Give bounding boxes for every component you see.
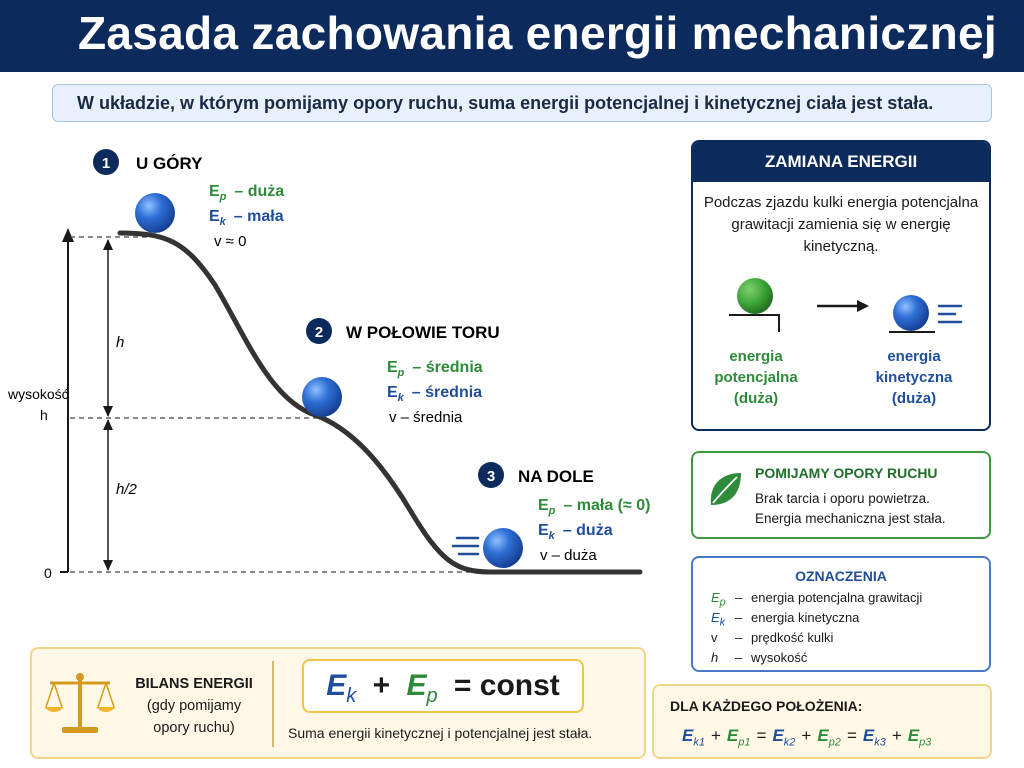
ledge-icon <box>729 314 780 332</box>
formula-operator: + <box>891 726 902 745</box>
formula-caption: Suma energii kinetycznej i potencjalnej … <box>288 725 593 741</box>
position-1-badge <box>93 149 119 175</box>
each-position-title: DLA KAŻDEGO POŁOŻENIA: <box>670 698 863 714</box>
each-position-box: DLA KAŻDEGO POŁOŻENIA: Ek1+Ep1=Ek2+Ep2=E… <box>652 684 992 759</box>
ball-middle <box>302 377 342 417</box>
formula-operator: + <box>710 726 721 745</box>
legend-item-v: v–prędkość kulki <box>711 630 834 645</box>
energy-swap-panel: ZAMIANA ENERGII Podczas zjazdu kulki ene… <box>691 140 991 431</box>
position-3-badge <box>478 462 504 488</box>
formula-term: Ep1 <box>726 726 751 749</box>
position-3-ek: Ek– duża <box>538 522 613 542</box>
legend-title: OZNACZENIA <box>795 568 887 584</box>
formula-term: Ep3 <box>907 726 932 749</box>
formula-operator: = <box>846 726 857 745</box>
formula-term: Ep2 <box>817 726 841 749</box>
svg-text:2: 2 <box>315 324 323 341</box>
divider <box>272 661 274 747</box>
position-1-ek: Ek– mała <box>209 208 284 228</box>
energy-formula: Ek + Ep = const <box>302 659 584 713</box>
principle-text: W układzie, w którym pomijamy opory ruch… <box>77 93 934 113</box>
motion-lines-icon <box>937 304 963 324</box>
svg-text:1: 1 <box>102 155 110 172</box>
position-3-title: NA DOLE <box>518 467 594 486</box>
legend-item-h: h–wysokość <box>711 650 808 665</box>
position-2-title: W POŁOWIE TORU <box>346 323 500 342</box>
formula-term: Ek1 <box>682 726 705 749</box>
formula-operator: + <box>801 726 812 745</box>
swap-panel-text: Podczas zjazdu kulki energia potencjalna… <box>703 194 979 255</box>
no-friction-title: POMIJAMY OPORY RUCHU <box>755 465 938 481</box>
balance-title: BILANS ENERGII (gdy pomijamy opory ruchu… <box>135 676 253 736</box>
potential-ball-icon <box>737 278 773 314</box>
axis-zero-label: 0 <box>44 565 52 581</box>
page-title: Zasada zachowania energii mechanicznej <box>78 7 997 59</box>
h-label: h <box>116 334 124 351</box>
scales-icon <box>44 673 116 733</box>
no-friction-text: Brak tarcia i oporu powietrza. Energia m… <box>755 491 946 526</box>
each-position-formula: Ek1 + Ep1 = Ek2 + Ep2 = Ek3 + Ep3 <box>682 726 931 748</box>
height-axis-arrow <box>62 228 74 242</box>
swap-panel-title: ZAMIANA ENERGII <box>693 142 989 182</box>
position-3-velocity: v – duża <box>540 547 597 564</box>
svg-text:3: 3 <box>487 468 495 485</box>
axis-label-line1: wysokość <box>7 386 69 402</box>
principle-box: W układzie, w którym pomijamy opory ruch… <box>52 84 992 122</box>
swap-illustration <box>729 278 963 333</box>
speed-lines-icon <box>451 536 480 556</box>
position-2-badge <box>306 318 332 344</box>
legend-item-ek: Ek–energia kinetyczna <box>711 610 860 629</box>
position-1-title: U GÓRY <box>136 154 203 173</box>
position-2-velocity: v – średnia <box>389 409 463 426</box>
formula-operator: = <box>756 726 767 745</box>
header-bar: Zasada zachowania energii mechanicznej <box>0 0 1024 72</box>
potential-label: energia potencjalna (duża) <box>714 348 798 407</box>
symbols-legend-panel: OZNACZENIA Ep–energia potencjalna grawit… <box>691 556 991 672</box>
position-2-ek: Ek– średnia <box>387 384 482 404</box>
kinetic-ball-icon <box>893 295 929 331</box>
position-3-ep: Ep– mała (≈ 0) <box>538 497 650 517</box>
leaf-icon <box>710 473 741 505</box>
half-h-label: h/2 <box>116 481 138 498</box>
position-2-ep: Ep– średnia <box>387 359 483 379</box>
ball-top <box>135 193 175 233</box>
formula-term: Ek3 <box>862 726 886 749</box>
position-1-ep: Ep– duża <box>209 183 284 203</box>
formula-term: Ek2 <box>772 726 796 749</box>
energy-balance-box: BILANS ENERGII (gdy pomijamy opory ruchu… <box>30 647 646 759</box>
position-1-velocity: v ≈ 0 <box>214 233 246 250</box>
kinetic-label: energia kinetyczna (duża) <box>875 348 953 407</box>
no-friction-panel: POMIJAMY OPORY RUCHU Brak tarcia i oporu… <box>691 451 991 539</box>
legend-item-ep: Ep–energia potencjalna grawitacji <box>711 590 923 609</box>
axis-label-line2: h <box>40 407 48 423</box>
ball-bottom <box>483 528 523 568</box>
